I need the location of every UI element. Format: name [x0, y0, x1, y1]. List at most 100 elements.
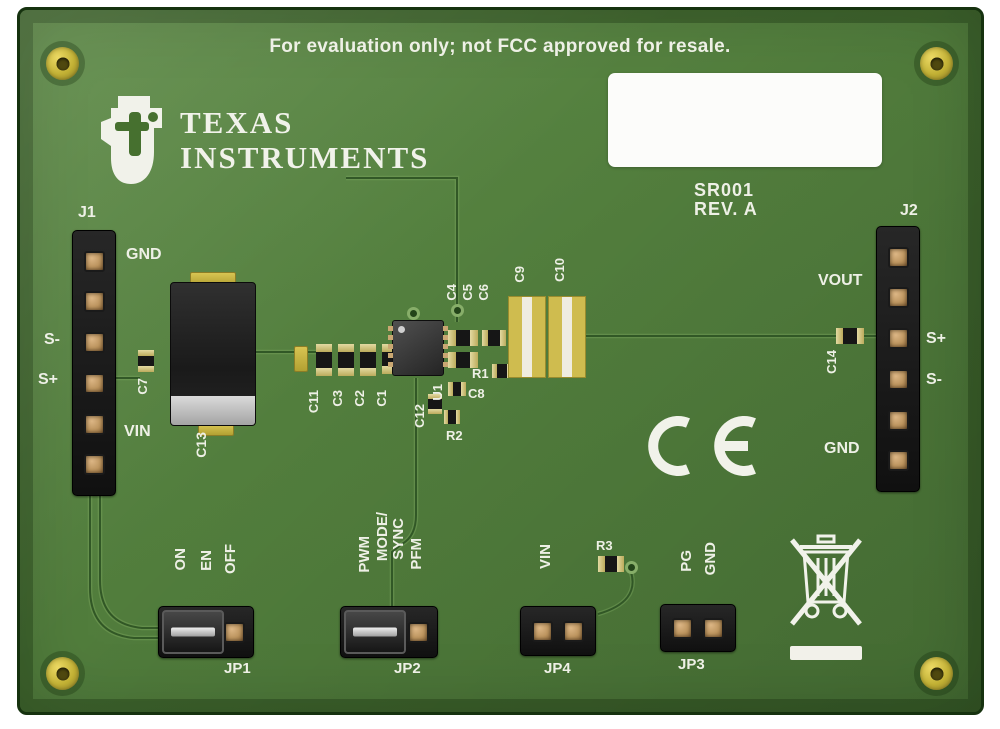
capacitor-c8 — [448, 382, 466, 396]
jp3-pin — [703, 617, 725, 639]
label-u1: U1 — [430, 384, 445, 401]
label-r2: R2 — [446, 428, 463, 443]
j1-pin — [83, 413, 105, 435]
label-jp2-sync: SYNC — [390, 518, 407, 560]
j2-pin — [887, 246, 909, 268]
weee-bar — [790, 646, 862, 660]
via — [407, 307, 420, 320]
label-r1: R1 — [472, 366, 489, 381]
capacitor-c4 — [448, 330, 478, 346]
jp2-pin — [407, 621, 429, 643]
label-j1-s-plus: S+ — [38, 371, 59, 388]
capacitor-c14 — [836, 328, 865, 344]
label-c11: C11 — [306, 390, 321, 414]
j2-pin — [887, 328, 909, 350]
j1-pin — [83, 372, 105, 394]
mounting-hole-top-right — [920, 47, 953, 80]
capacitor-c11 — [316, 344, 332, 376]
label-jp2-mode: MODE/ — [374, 512, 391, 562]
ti-logo-texas: TEXAS — [180, 105, 294, 140]
connector-j2 — [876, 226, 920, 492]
label-jp3-pg: PG — [678, 550, 695, 572]
capacitor-c6 — [448, 352, 478, 368]
label-c14: C14 — [824, 350, 839, 374]
label-jp4-vin: VIN — [537, 544, 554, 570]
label-j1-gnd: GND — [126, 246, 162, 263]
label-j2: J2 — [900, 202, 918, 219]
blank-label-sticker — [608, 73, 882, 167]
j1-pin — [83, 454, 105, 476]
weee-bin-icon — [790, 534, 862, 626]
c13-silver-band — [171, 396, 255, 425]
jumper-jp4 — [520, 606, 596, 656]
board-rev: REV. A — [694, 199, 758, 219]
j2-pin — [887, 287, 909, 309]
j1-pin — [83, 332, 105, 354]
label-j2-vout: VOUT — [818, 272, 863, 289]
mounting-hole-top-left — [46, 47, 79, 80]
via — [625, 561, 638, 574]
label-r3: R3 — [596, 538, 613, 553]
label-j2-s-plus: S+ — [926, 330, 947, 347]
label-c3: C3 — [330, 390, 345, 407]
connector-j1 — [72, 230, 116, 496]
label-j1-vin: VIN — [124, 423, 151, 440]
j2-pin — [887, 409, 909, 431]
jp2-shunt — [344, 610, 406, 654]
label-c13: C13 — [193, 432, 209, 458]
capacitor-c5 — [482, 330, 506, 346]
j2-pin — [887, 368, 909, 390]
via — [451, 304, 464, 317]
label-j2-s-minus: S- — [926, 371, 942, 388]
label-jp4: JP4 — [544, 660, 571, 677]
mounting-hole-bottom-left — [46, 657, 79, 690]
jumper-jp3 — [660, 604, 736, 652]
label-j2-gnd: GND — [824, 440, 860, 457]
label-jp2: JP2 — [394, 660, 421, 677]
label-c6: C6 — [476, 284, 491, 301]
label-j1-s-minus: S- — [44, 331, 60, 348]
label-jp1-off: OFF — [222, 544, 239, 574]
label-jp2-pfm: PFM — [408, 538, 425, 570]
label-c7: C7 — [135, 378, 150, 395]
jp4-pin — [563, 620, 585, 642]
label-jp1-on: ON — [172, 548, 189, 571]
capacitor-c10 — [548, 296, 586, 378]
label-c1: C1 — [374, 390, 389, 407]
label-jp1-en: EN — [198, 550, 215, 571]
board-name: SR001 — [694, 180, 755, 200]
label-c8: C8 — [468, 386, 485, 401]
resistor-r2 — [444, 410, 461, 424]
capacitor-c7 — [138, 350, 154, 372]
mounting-hole-bottom-right — [920, 657, 953, 690]
capacitor-c3 — [338, 344, 354, 376]
label-c5: C5 — [460, 284, 475, 301]
capacitor-c9 — [508, 296, 546, 378]
jp4-pin — [531, 620, 553, 642]
jp3-pin — [671, 617, 693, 639]
j1-pin — [83, 291, 105, 313]
j2-pin — [887, 450, 909, 472]
jp1-shunt — [162, 610, 224, 654]
ti-logo-instruments: INSTRUMENTS — [180, 140, 430, 175]
resistor-r3 — [598, 556, 624, 572]
label-jp1: JP1 — [224, 660, 251, 677]
label-jp3-gnd: GND — [702, 542, 719, 576]
evaluation-warning-text: For evaluation only; not FCC approved fo… — [269, 36, 731, 57]
label-c9: C9 — [512, 266, 527, 283]
u1-pin1-dot — [398, 326, 405, 333]
label-jp2-pwm: PWM — [356, 536, 373, 573]
label-c10: C10 — [552, 258, 567, 282]
label-c4: C4 — [444, 284, 459, 301]
solder-pad — [294, 346, 308, 372]
label-j1: J1 — [78, 204, 96, 221]
capacitor-c12 — [428, 394, 442, 414]
label-c2: C2 — [352, 390, 367, 407]
label-c12: C12 — [412, 404, 427, 428]
ce-mark — [648, 416, 756, 476]
j1-pin — [83, 250, 105, 272]
capacitor-c2 — [360, 344, 376, 376]
label-jp3: JP3 — [678, 656, 705, 673]
ti-logo-icon — [101, 96, 162, 184]
